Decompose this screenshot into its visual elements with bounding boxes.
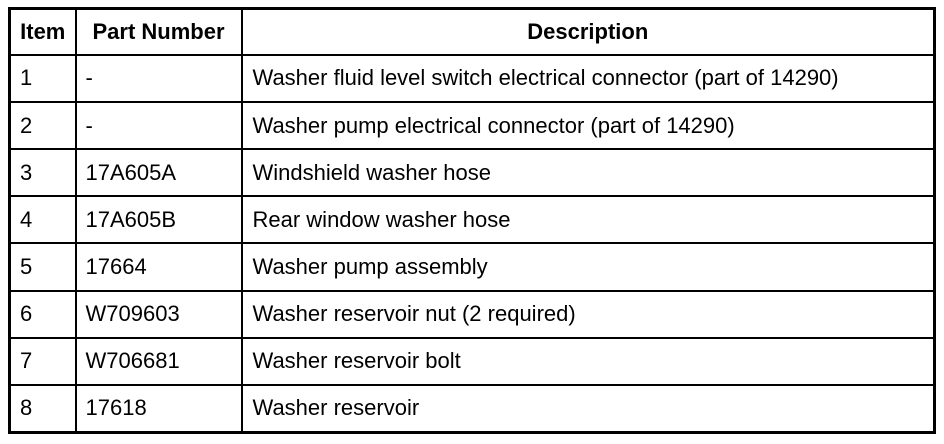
table-row: 8 17618 Washer reservoir: [8, 383, 936, 434]
cell-part-number: 17A605B: [74, 195, 243, 245]
cell-description: Washer reservoir nut (2 required): [240, 289, 936, 339]
column-header-description: Description: [240, 7, 936, 56]
table-row: 4 17A605B Rear window washer hose: [8, 195, 936, 245]
cell-item: 1: [8, 53, 77, 104]
column-header-item: Item: [8, 7, 77, 56]
table-row: 2 - Washer pump electrical connector (pa…: [8, 101, 936, 151]
cell-part-number: W706681: [74, 336, 243, 386]
cell-item: 8: [8, 383, 77, 434]
cell-part-number: W709603: [74, 289, 243, 339]
cell-description: Washer fluid level switch electrical con…: [240, 53, 936, 104]
table-row: 1 - Washer fluid level switch electrical…: [8, 53, 936, 104]
table-row: 5 17664 Washer pump assembly: [8, 242, 936, 292]
cell-description: Washer pump electrical connector (part o…: [240, 101, 936, 151]
cell-description: Washer reservoir: [240, 383, 936, 434]
cell-item: 5: [8, 242, 77, 292]
table-header-row: Item Part Number Description: [8, 7, 936, 56]
cell-description: Washer reservoir bolt: [240, 336, 936, 386]
cell-description: Windshield washer hose: [240, 148, 936, 198]
table-body: 1 - Washer fluid level switch electrical…: [8, 53, 936, 434]
cell-part-number: -: [74, 101, 243, 151]
column-header-part-number: Part Number: [74, 7, 243, 56]
cell-part-number: -: [74, 53, 243, 104]
cell-item: 4: [8, 195, 77, 245]
table-row: 7 W706681 Washer reservoir bolt: [8, 336, 936, 386]
table-row: 3 17A605A Windshield washer hose: [8, 148, 936, 198]
parts-table-container: Item Part Number Description 1 - Washer …: [8, 7, 936, 434]
cell-item: 3: [8, 148, 77, 198]
cell-description: Rear window washer hose: [240, 195, 936, 245]
parts-list-table: Item Part Number Description 1 - Washer …: [8, 7, 936, 434]
table-row: 6 W709603 Washer reservoir nut (2 requir…: [8, 289, 936, 339]
cell-item: 2: [8, 101, 77, 151]
cell-part-number: 17618: [74, 383, 243, 434]
cell-part-number: 17664: [74, 242, 243, 292]
cell-item: 7: [8, 336, 77, 386]
cell-part-number: 17A605A: [74, 148, 243, 198]
cell-item: 6: [8, 289, 77, 339]
table-header: Item Part Number Description: [8, 7, 936, 56]
cell-description: Washer pump assembly: [240, 242, 936, 292]
